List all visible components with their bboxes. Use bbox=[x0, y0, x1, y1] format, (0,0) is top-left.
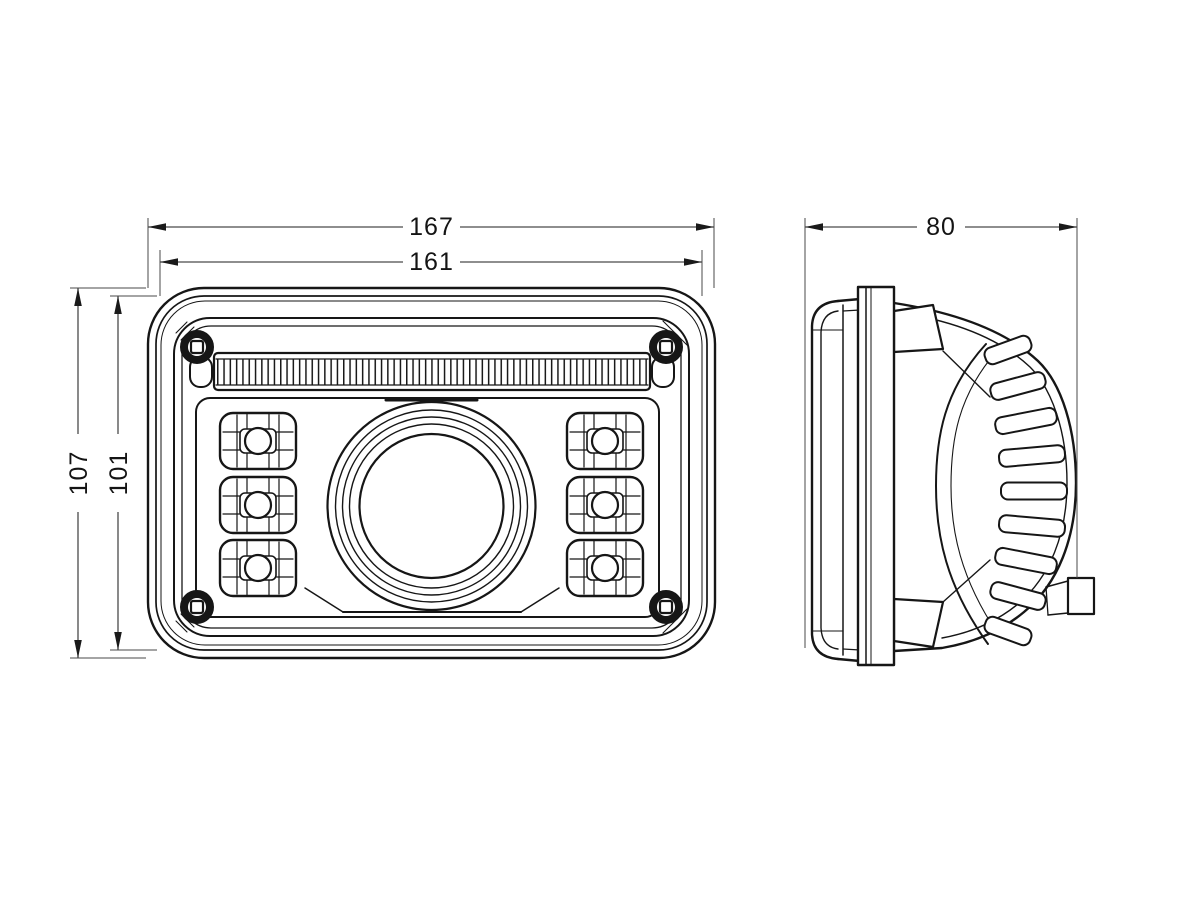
mounting-bracket-bar bbox=[856, 285, 896, 667]
front-view bbox=[146, 286, 717, 660]
arrowhead bbox=[805, 223, 823, 231]
projector-lens bbox=[326, 398, 537, 612]
screw bbox=[653, 334, 679, 360]
dimension-side-depth: 80 bbox=[804, 212, 1078, 648]
light-bar-stripes bbox=[217, 359, 647, 385]
led-grid-left bbox=[218, 411, 298, 598]
dimension-front-body-width: 161 bbox=[159, 248, 703, 296]
dim-label-front-body-height: 101 bbox=[105, 451, 133, 496]
side-lens-face bbox=[810, 297, 862, 663]
dim-label-front-overall-height: 107 bbox=[65, 451, 93, 496]
led-cell bbox=[218, 538, 298, 598]
screw bbox=[653, 594, 679, 620]
heatsink-fins bbox=[983, 334, 1068, 647]
led-cell bbox=[218, 475, 298, 535]
arrowhead bbox=[74, 640, 82, 658]
screw bbox=[184, 594, 210, 620]
arrowhead bbox=[160, 258, 178, 266]
arrowhead bbox=[696, 223, 714, 231]
led-grid-right bbox=[565, 411, 645, 598]
led-cell bbox=[218, 411, 298, 471]
front-bezel bbox=[146, 286, 717, 660]
screw bbox=[184, 334, 210, 360]
dimension-front-body-height: 101 bbox=[100, 295, 157, 651]
dimension-front-overall-height: 107 bbox=[60, 287, 146, 659]
dim-label-front-overall-width: 167 bbox=[409, 213, 454, 241]
arrowhead bbox=[148, 223, 166, 231]
dim-label-front-body-width: 161 bbox=[409, 248, 454, 276]
front-face-opening bbox=[173, 317, 690, 637]
side-connector bbox=[1045, 576, 1096, 616]
led-cell bbox=[565, 538, 645, 598]
led-cell bbox=[565, 475, 645, 535]
dimension-front-overall-width: 167 bbox=[147, 212, 715, 288]
arrowhead bbox=[1059, 223, 1077, 231]
light-bar bbox=[189, 351, 675, 392]
front-inner-panel bbox=[195, 397, 660, 618]
arrowhead bbox=[74, 288, 82, 306]
arrowhead bbox=[114, 296, 122, 314]
led-cell bbox=[565, 411, 645, 471]
side-view bbox=[810, 285, 1096, 667]
arrowhead bbox=[114, 632, 122, 650]
dim-label-side-depth: 80 bbox=[926, 213, 956, 241]
arrowhead bbox=[684, 258, 702, 266]
